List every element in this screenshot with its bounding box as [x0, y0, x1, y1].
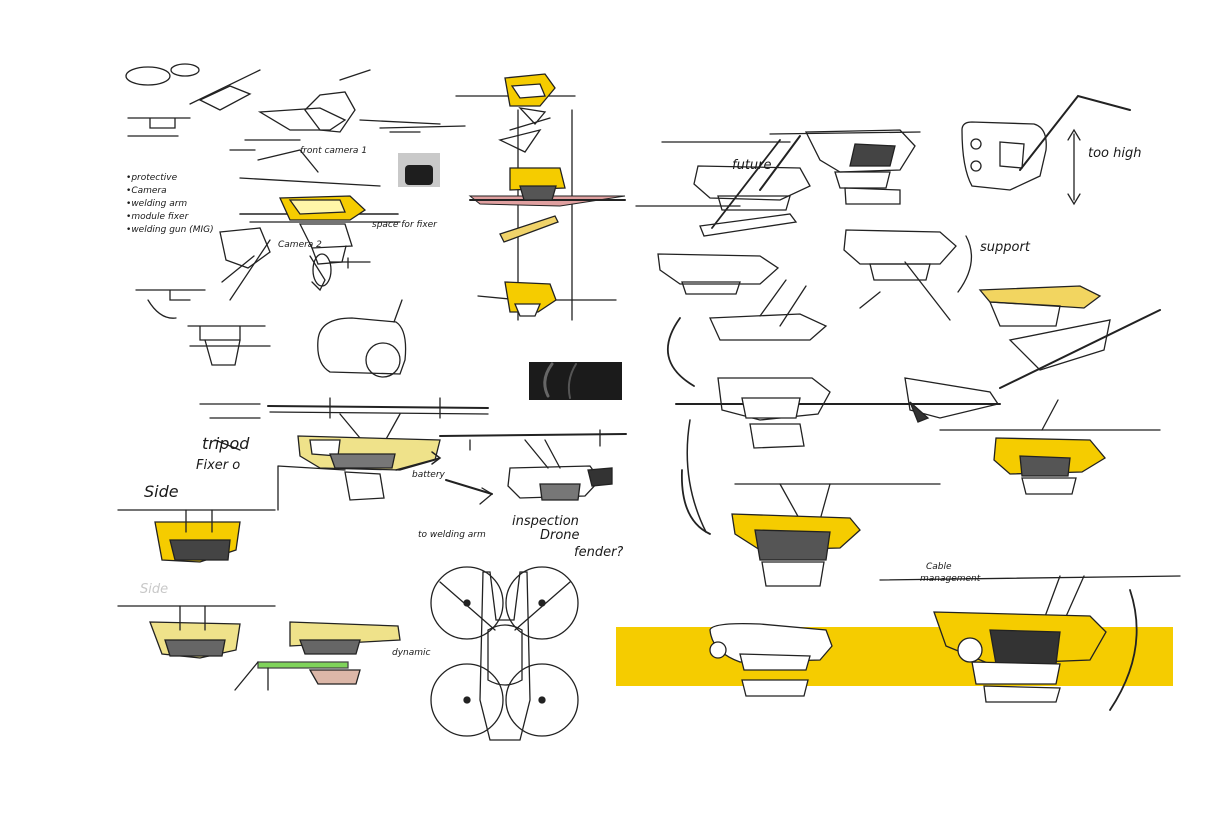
note-to-welding-arm: to welding arm	[418, 530, 486, 540]
note-support: support	[980, 240, 1030, 255]
note-too-high: too high	[1088, 146, 1142, 161]
note-dynamic: dynamic	[392, 648, 431, 658]
note-future: future	[732, 158, 772, 173]
note-fixer: Fixer o	[196, 458, 241, 473]
sketch-support-drones	[657, 229, 973, 341]
note-space-for-fixer: space for fixer	[372, 220, 437, 230]
note-battery: battery	[412, 470, 445, 480]
feature-list-item: Camera	[126, 185, 214, 198]
sketch-cable-management-drone	[879, 575, 1181, 711]
sketch-inspection-drone	[439, 429, 627, 505]
feature-list-item: protective	[126, 172, 214, 185]
sketch-future-drone	[635, 135, 811, 237]
feature-list-item: module fixer	[126, 211, 214, 224]
note-inspection: inspection	[512, 514, 579, 529]
sketch-center-right-drone	[666, 317, 1001, 449]
sketch-middle-tripod-drone	[199, 397, 489, 511]
sketch-yellow-drone-right-middle	[681, 469, 941, 587]
sketch-yellow-drone-right-upper	[939, 399, 1161, 495]
feature-list-item: welding arm	[126, 198, 214, 211]
sketch-center-column	[455, 73, 626, 321]
note-side: Side	[144, 482, 179, 501]
sketch-too-high-drone	[961, 94, 1131, 206]
sketch-top-view-quad	[430, 566, 579, 741]
sketch-band-left-drone	[709, 622, 833, 697]
note-camera-2: Camera 2	[278, 240, 322, 250]
sketch-topleft-thumbnails	[125, 63, 466, 151]
sketch-rover-concept	[317, 299, 407, 378]
note-front-camera: front camera 1	[300, 146, 368, 156]
sketch-left-small-drones	[135, 289, 271, 366]
sketch-green-arm-drone	[234, 621, 401, 691]
note-cable: Cable	[926, 562, 952, 572]
note-side-faded: Side	[140, 582, 169, 597]
reference-photo-dark	[529, 362, 622, 400]
feature-list: protective Camera welding arm module fix…	[126, 172, 214, 237]
sketch-welding-drone-main	[219, 149, 401, 301]
sketch-yellow-shell-right	[978, 285, 1161, 389]
sketch-top-right-drone	[769, 129, 921, 205]
note-drone: Drone	[540, 528, 580, 543]
note-fender: fender?	[574, 545, 624, 560]
note-management: management	[920, 574, 981, 584]
feature-list-item: welding gun (MIG)	[126, 224, 213, 237]
sketch-side-view-drones	[117, 509, 276, 659]
note-tripod: tripod	[202, 434, 250, 453]
